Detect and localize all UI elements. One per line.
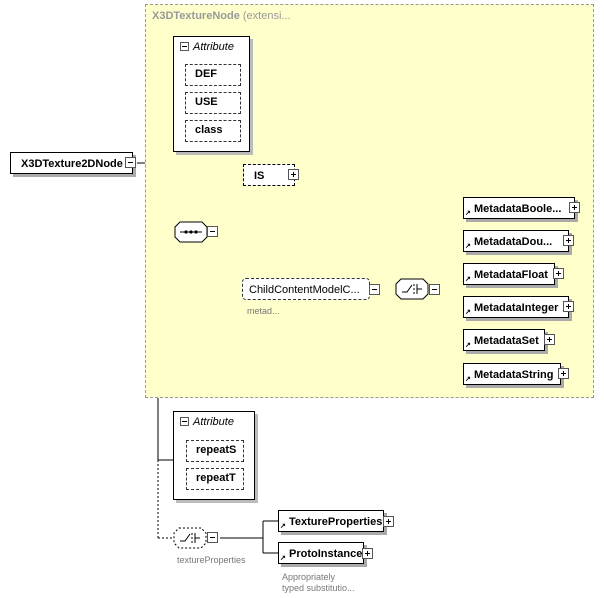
metadata-choice-collapse-icon[interactable] (429, 284, 440, 295)
expand-icon[interactable] (558, 368, 569, 379)
child-group-label: ChildContentModelC... (249, 284, 360, 296)
attribute-def[interactable]: DEF (185, 64, 241, 86)
attribute-repeatt[interactable]: repeatT (186, 468, 244, 490)
metadata-element-float[interactable]: ↗ MetadataFloat (463, 263, 555, 285)
reference-arrow-icon: ↗ (465, 276, 471, 283)
texture-properties-element[interactable]: ↗ TextureProperties (278, 510, 384, 532)
texture-choice-collapse-icon[interactable] (207, 532, 218, 543)
reference-arrow-icon: ↗ (280, 523, 286, 530)
reference-arrow-icon: ↗ (465, 243, 471, 250)
attribute-heading-own[interactable]: Attribute (180, 416, 234, 428)
collapse-icon[interactable] (180, 42, 189, 51)
is-label: IS (254, 170, 265, 182)
expand-icon[interactable] (563, 235, 574, 246)
metadata-element-integer[interactable]: ↗ MetadataInteger (463, 296, 569, 318)
expand-icon[interactable] (362, 548, 373, 559)
texture-choice-label: textureProperties (177, 555, 246, 565)
reference-arrow-icon: ↗ (465, 376, 471, 383)
expand-icon[interactable] (383, 516, 394, 527)
attribute-repeats[interactable]: repeatS (186, 440, 244, 462)
reference-arrow-icon: ↗ (465, 210, 471, 217)
attribute-heading-inherited[interactable]: Attribute (180, 41, 234, 53)
reference-arrow-icon: ↗ (280, 555, 286, 562)
metadata-element-set[interactable]: ↗ MetadataSet (463, 329, 545, 351)
expand-icon[interactable] (569, 202, 580, 213)
root-collapse-icon[interactable] (125, 157, 136, 168)
metadata-choice-compositor[interactable] (395, 278, 429, 300)
extension-suffix: (extensi... (242, 10, 291, 22)
child-content-group[interactable]: ChildContentModelC... (242, 278, 370, 300)
is-expand-icon[interactable] (288, 169, 299, 180)
expand-icon[interactable] (563, 301, 574, 312)
sequence-collapse-icon[interactable] (207, 226, 218, 237)
sequence-compositor[interactable] (174, 221, 208, 243)
expand-icon[interactable] (544, 334, 555, 345)
metadata-element-double[interactable]: ↗ MetadataDou... (463, 230, 569, 252)
metadata-element-boolean[interactable]: ↗ MetadataBoole... (463, 197, 575, 219)
attribute-use[interactable]: USE (185, 92, 241, 114)
expand-icon[interactable] (553, 268, 564, 279)
attribute-class[interactable]: class (185, 120, 241, 142)
root-element[interactable]: X3DTexture2DNode (10, 152, 133, 174)
collapse-icon[interactable] (180, 417, 189, 426)
extension-title: X3DTextureNode (extensi... (152, 10, 291, 22)
proto-instance-element[interactable]: ↗ ProtoInstance (278, 542, 364, 564)
reference-arrow-icon: ↗ (465, 342, 471, 349)
proto-instance-note: Appropriately typed substitutio... (282, 572, 355, 593)
child-group-collapse-icon[interactable] (369, 284, 380, 295)
child-group-note: metad... (247, 306, 280, 316)
root-label: X3DTexture2DNode (21, 158, 123, 170)
extension-name: X3DTextureNode (152, 10, 240, 22)
reference-arrow-icon: ↗ (465, 309, 471, 316)
texture-choice-compositor[interactable] (173, 527, 207, 549)
metadata-element-string[interactable]: ↗ MetadataString (463, 363, 561, 385)
